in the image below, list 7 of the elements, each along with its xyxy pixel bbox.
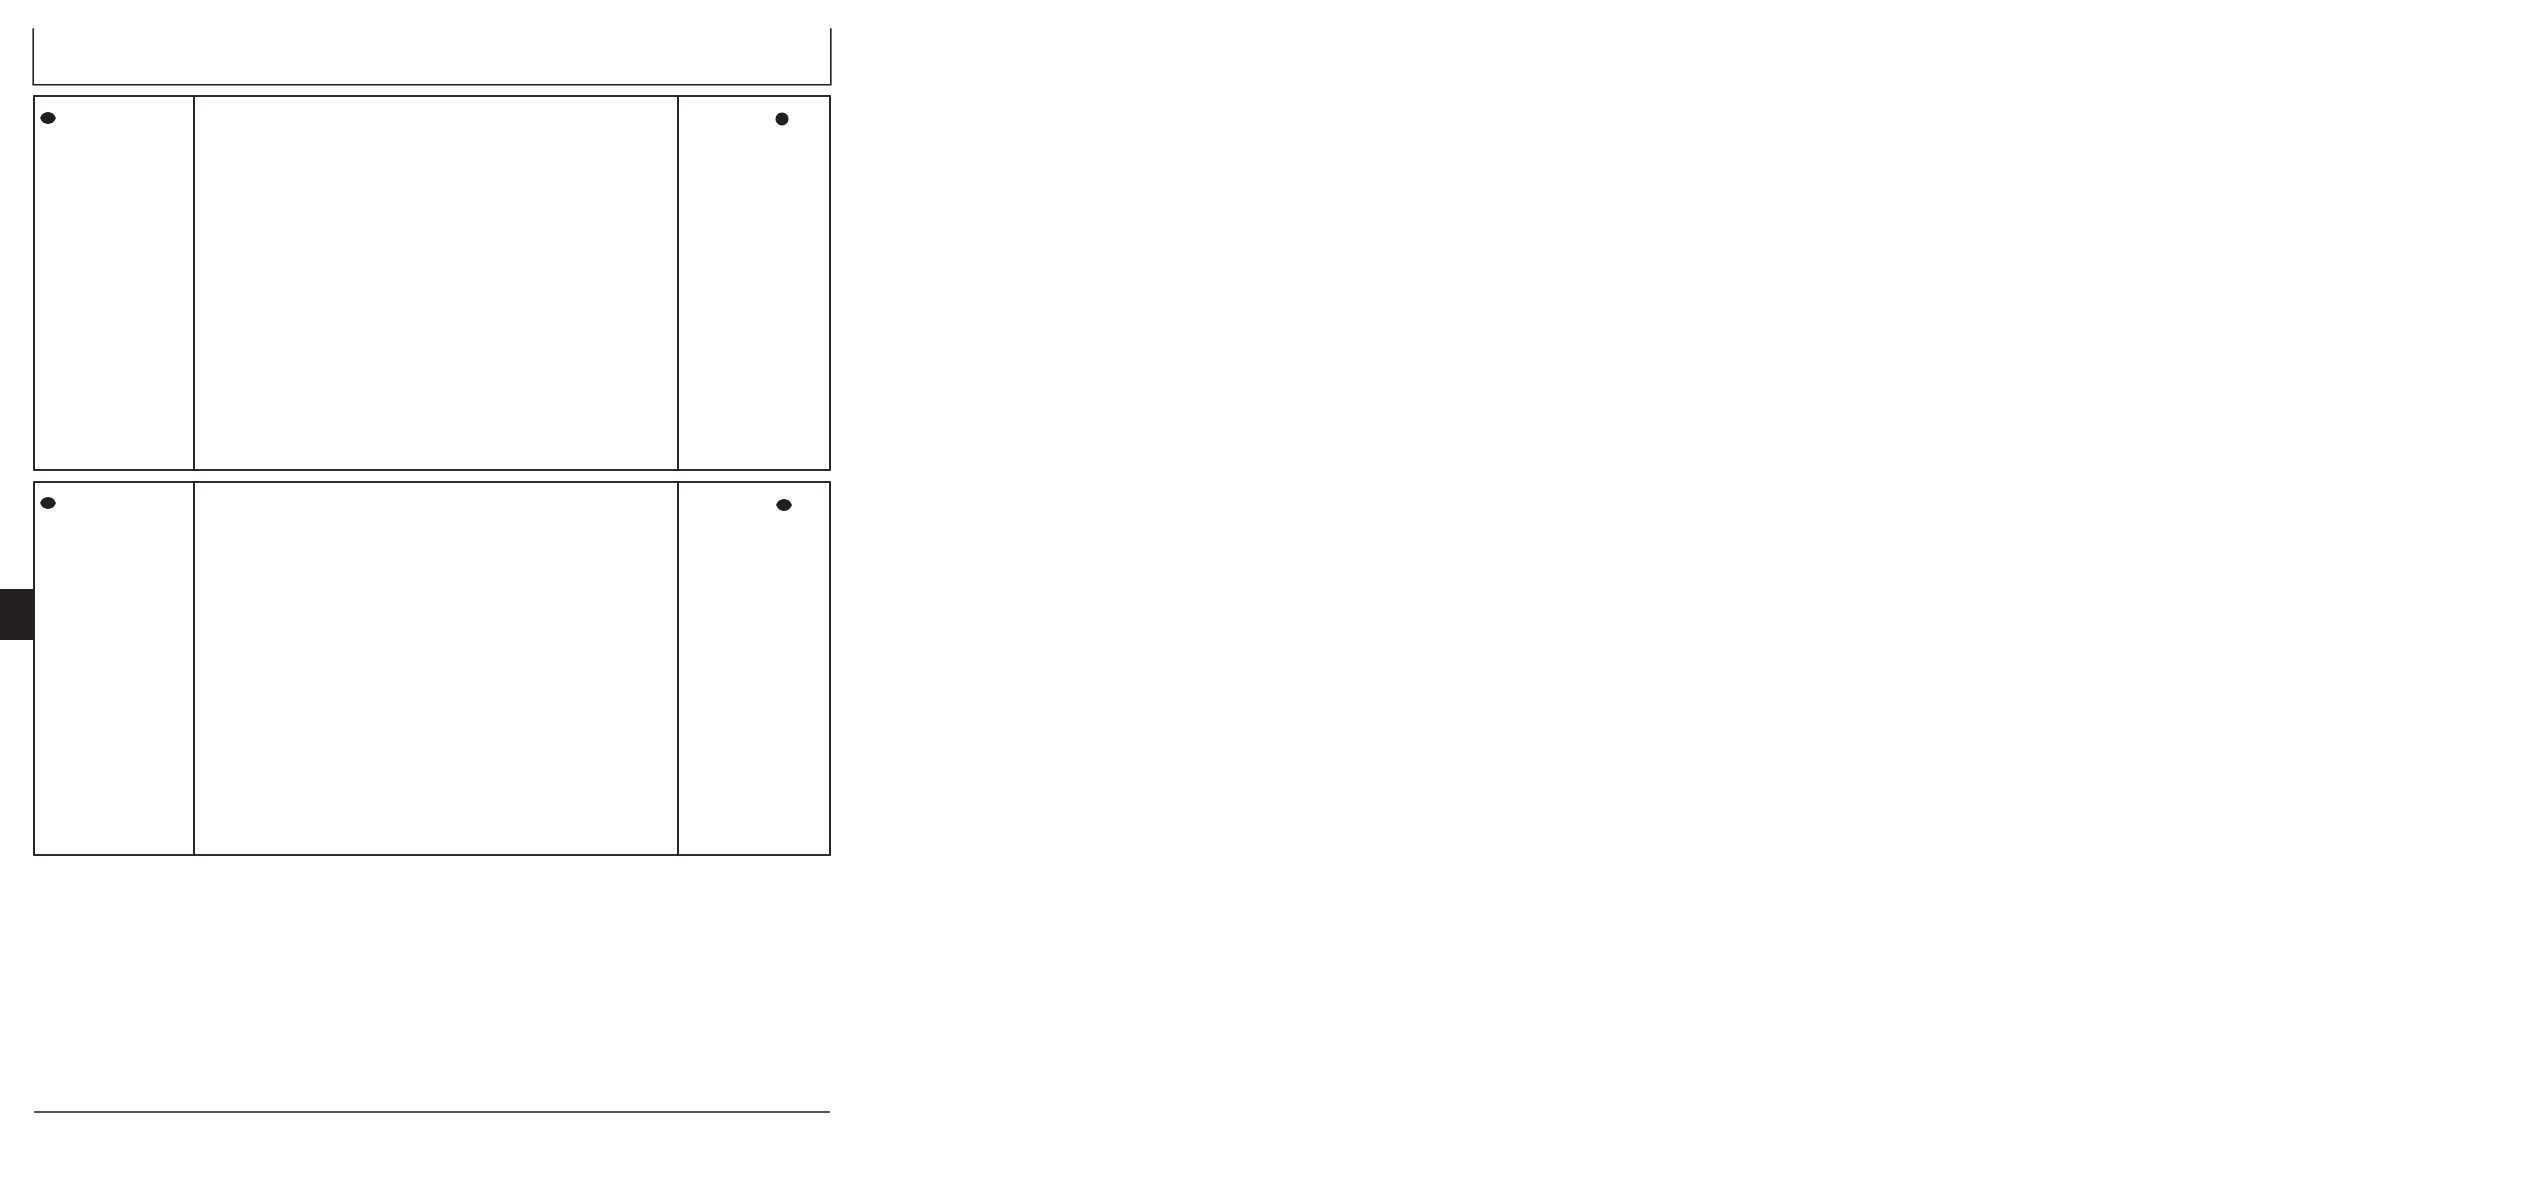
- table-cell: [33, 481, 195, 856]
- table-cell: [33, 95, 195, 471]
- table-cell: [677, 95, 831, 471]
- table-cell: [677, 481, 831, 856]
- panel-box: [32, 27, 832, 86]
- table-cell: [193, 95, 679, 471]
- table-cell: [193, 481, 679, 856]
